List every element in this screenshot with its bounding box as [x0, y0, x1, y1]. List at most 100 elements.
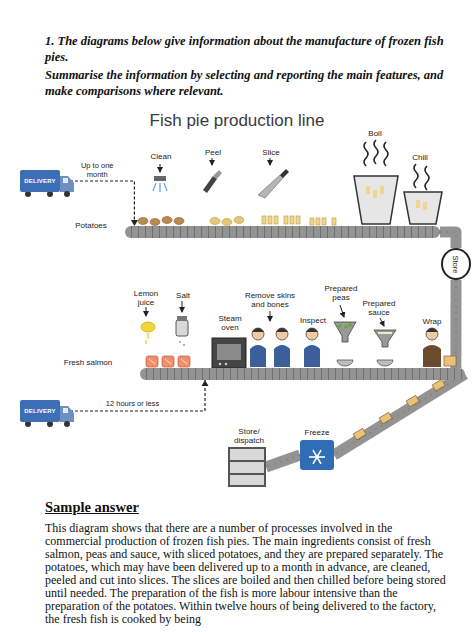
belt-rollers: [266, 455, 300, 467]
drawing-shape: [414, 164, 418, 188]
node-text: Potatoes: [63, 221, 119, 230]
drawing-shape: [203, 176, 217, 193]
drawing-shape: [222, 219, 232, 226]
drawing-shape: [432, 379, 445, 391]
drawing-shape: [154, 176, 166, 181]
drawing-shape: [150, 219, 160, 226]
drawing-shape: [276, 328, 288, 340]
drawing-shape: [138, 218, 148, 225]
drawing-shape: [377, 360, 393, 366]
drawing-shape: [384, 142, 388, 166]
drawing-shape: [306, 328, 318, 340]
step-label: Prepared peas: [322, 284, 360, 302]
section-heading: Sample answer: [45, 499, 245, 516]
conveyor-belt: Potatoes: [125, 226, 440, 238]
drawing-shape: [340, 305, 344, 317]
lemon-icon: [141, 307, 155, 344]
drawing-shape: [63, 178, 68, 183]
drawing-shape: [348, 323, 352, 327]
drawing-shape: [212, 158, 213, 165]
drawing-shape: [252, 328, 264, 340]
drawing-shape: [179, 341, 181, 343]
step-label: Slice: [258, 148, 284, 157]
belt-body: [440, 232, 456, 248]
drawing-shape: [60, 176, 74, 192]
body-paragraph: This diagram shows that there are a numb…: [45, 522, 448, 626]
drawing-shape: [374, 140, 378, 164]
belt-connector: [440, 232, 456, 248]
drawing-shape: [290, 216, 294, 224]
arrow-line: [60, 380, 205, 411]
flow-arrow: [60, 380, 209, 411]
step-label: Steam oven: [212, 314, 248, 332]
drawing-shape: [149, 359, 187, 364]
drawing-shape: [210, 218, 220, 225]
drawing-shape: [63, 408, 68, 413]
step-label: Salt: [170, 291, 196, 300]
drawing-shape: [334, 322, 356, 342]
belt-rollers: [440, 232, 456, 248]
drawing-shape: [225, 363, 228, 366]
drawing-shape: [373, 190, 377, 198]
drawing-shape: [404, 192, 442, 224]
drawing-shape: [344, 325, 348, 329]
step-label: Lemon juice: [131, 289, 161, 307]
belt-rollers: [334, 374, 465, 455]
delivery-truck: DELIVERY: [20, 170, 60, 192]
drawing-shape: [423, 345, 441, 367]
drawing-shape: [379, 412, 392, 424]
drawing-shape: [212, 338, 246, 368]
edge-label: 12 hours or less: [93, 400, 173, 409]
drawing-shape: [160, 164, 161, 172]
peeler-icon: [203, 158, 222, 193]
drawing-shape: [274, 216, 278, 224]
drawing-shape: [183, 344, 185, 346]
drawing-shape: [444, 356, 456, 366]
belt-body: [450, 280, 461, 368]
drawing-shape: [217, 344, 241, 360]
drawing-shape: [423, 202, 427, 210]
drawing-shape: [250, 345, 266, 367]
step-label: Chill: [407, 153, 433, 162]
drawing-shape: [380, 186, 384, 194]
belt-connector: [266, 455, 300, 467]
drawing-shape: [306, 328, 318, 332]
drawing-shape: [366, 186, 370, 194]
drawing-shape: [270, 311, 271, 321]
drawing-shape: [274, 345, 290, 367]
drawing-shape: [219, 363, 222, 366]
step-label: Prepared sauce: [360, 299, 398, 317]
sauce-dispenser: [374, 318, 396, 366]
drawing-shape: [182, 301, 183, 312]
drawing-shape: [213, 170, 222, 179]
step-label: Inspect: [296, 316, 330, 325]
freezer-box: Freeze: [300, 440, 334, 470]
drawing-shape: [174, 218, 184, 225]
drawing-shape: [234, 217, 244, 224]
drawing-shape: [162, 217, 172, 224]
clean-nozzle: [153, 164, 167, 192]
drawing-shape: [64, 421, 70, 427]
drawing-shape: [304, 345, 320, 367]
belt-rollers: [455, 280, 456, 368]
wrap-worker: [423, 328, 456, 367]
chill-pot: [404, 164, 442, 224]
drawing-shape: [60, 406, 74, 422]
drawing-shape: [296, 216, 300, 224]
edge-label: Up to one month: [74, 162, 120, 179]
drawing-shape: [380, 318, 384, 326]
potato-slices: [262, 216, 336, 225]
node-text: DELIVERY: [24, 408, 55, 414]
diagram-title: Fish pie production line: [0, 111, 474, 131]
salt-shaker: [176, 301, 188, 346]
salmon-pieces: [146, 356, 190, 367]
belt-connector: [455, 280, 456, 368]
step-label: Peel: [200, 148, 226, 157]
drawing-shape: [153, 183, 167, 192]
drawing-shape: [252, 328, 264, 332]
wrapped-pies: [353, 379, 445, 440]
drawing-shape: [310, 218, 314, 225]
node-text: Freeze: [294, 428, 340, 437]
drawing-shape: [146, 307, 147, 316]
